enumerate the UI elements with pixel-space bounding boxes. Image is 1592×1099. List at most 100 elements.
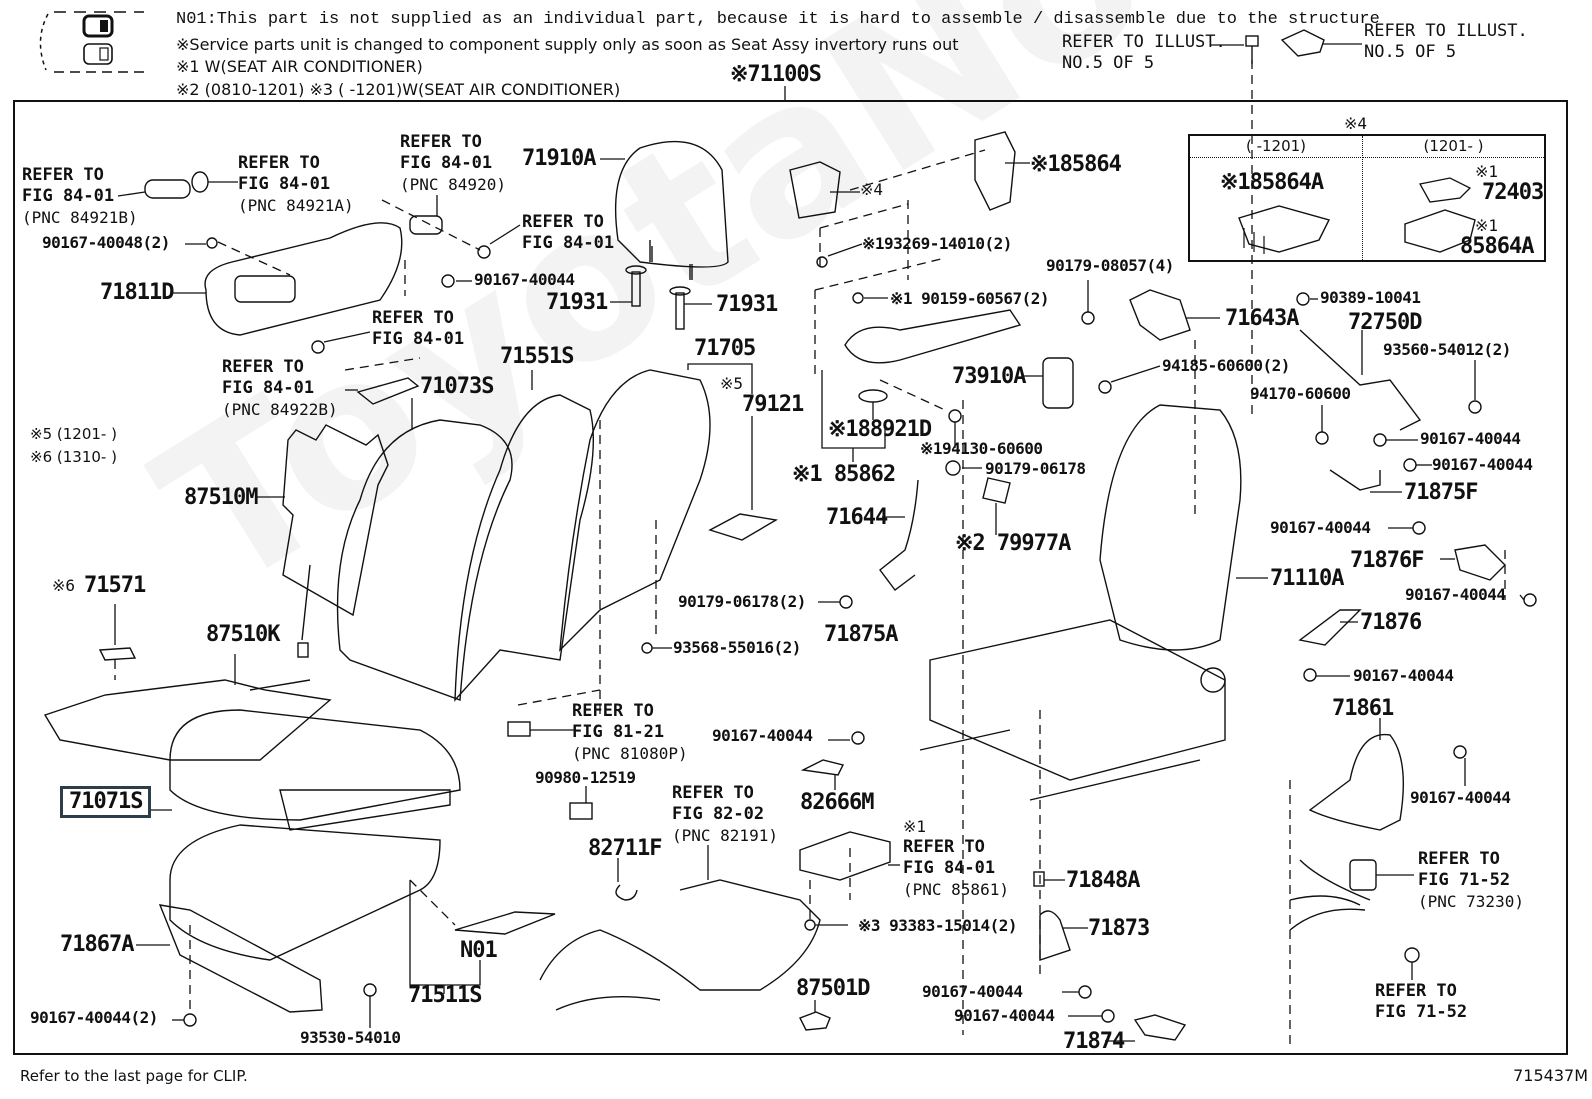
part-85864A[interactable]: 85864A <box>1460 234 1534 259</box>
ref-fig-71-52[interactable]: REFER TO FIG 71-52 <box>1375 981 1467 1023</box>
part-71110A[interactable]: 71110A <box>1270 566 1344 591</box>
part-194130-60600[interactable]: ※194130-60600 <box>920 439 1043 458</box>
part-N01[interactable]: N01 <box>460 938 498 963</box>
part-93568-55016[interactable]: 93568-55016(2) <box>673 638 801 657</box>
part-87501D[interactable]: 87501D <box>796 976 870 1001</box>
ref-line: FIG 71-52 <box>1375 1002 1468 1022</box>
ref-fig-84-01-pnc-84921B[interactable]: REFER TO FIG 84-01 (PNC 84921B) <box>22 165 138 228</box>
part-94170-60600[interactable]: 94170-60600 <box>1250 384 1351 403</box>
ref-line: FIG 71-52 <box>1418 870 1511 890</box>
part-71861[interactable]: 71861 <box>1332 696 1394 721</box>
ref-fig-84-01-pnc-84921A[interactable]: REFER TO FIG 84-01 (PNC 84921A) <box>238 153 354 216</box>
part-87510K[interactable]: 87510K <box>206 622 280 647</box>
ref-fig-84-01-pnc-84922B[interactable]: REFER TO FIG 84-01 (PNC 84922B) <box>222 357 338 420</box>
part-71931-left[interactable]: 71931 <box>546 290 608 315</box>
part-71931-right[interactable]: 71931 <box>716 292 778 317</box>
part-93560-54012[interactable]: 93560-54012(2) <box>1383 340 1511 359</box>
part-71705[interactable]: 71705 <box>694 336 756 361</box>
part-90179-06178[interactable]: 90179-06178 <box>985 459 1086 478</box>
ref-fig-84-01-pnc-85861[interactable]: ※1 REFER TO FIG 84-01 (PNC 85861) <box>903 816 1009 900</box>
part-90179-06178-qty2[interactable]: 90179-06178(2) <box>678 592 806 611</box>
part-90389-10041[interactable]: 90389-10041 <box>1320 288 1421 307</box>
part-90159-60567[interactable]: ※1 90159-60567(2) <box>890 289 1050 308</box>
ref-illust-right[interactable]: REFER TO ILLUST. NO.5 OF 5 <box>1364 21 1528 63</box>
ref-fig-84-01-screw[interactable]: REFER TO FIG 84-01 <box>522 212 614 254</box>
part-71644[interactable]: 71644 <box>826 505 888 530</box>
part-90167-40044-r1[interactable]: 90167-40044 <box>1420 429 1521 448</box>
part-71873[interactable]: 71873 <box>1088 916 1150 941</box>
part-93383-15014[interactable]: ※3 93383-15014(2) <box>858 916 1018 935</box>
ref-fig-81-21-pnc-81080P[interactable]: REFER TO FIG 81-21 (PNC 81080P) <box>572 701 688 764</box>
part-185864[interactable]: ※185864 <box>1030 152 1122 177</box>
part-90167-40044-r4[interactable]: 90167-40044 <box>1405 585 1506 604</box>
part-90167-40044-r5[interactable]: 90167-40044 <box>1353 666 1454 685</box>
part-71875A[interactable]: 71875A <box>824 622 898 647</box>
part-79121[interactable]: 79121 <box>742 392 804 417</box>
ref-line: REFER TO <box>1418 849 1500 869</box>
ref-line: REFER TO <box>1375 981 1457 1001</box>
clip-note: Refer to the last page for CLIP. <box>20 1067 248 1085</box>
part-71867A[interactable]: 71867A <box>60 932 134 957</box>
part-71073S[interactable]: 71073S <box>420 374 494 399</box>
ref-fig-71-52-pnc-73230[interactable]: REFER TO FIG 71-52 (PNC 73230) <box>1418 849 1524 912</box>
assembly-part-71100S[interactable]: ※71100S <box>730 62 822 87</box>
ref-pnc: (PNC 84920) <box>400 175 506 194</box>
ref-fig-82-02-pnc-82191[interactable]: REFER TO FIG 82-02 (PNC 82191) <box>672 783 778 846</box>
figure-id: 715437M <box>1513 1066 1588 1085</box>
ref-line: FIG 84-01 <box>522 233 615 253</box>
part-73910A[interactable]: 73910A <box>952 364 1026 389</box>
part-93530-54010[interactable]: 93530-54010 <box>300 1028 401 1047</box>
ref-line: REFER TO <box>22 165 104 185</box>
part-71071S-highlighted[interactable]: 71071S <box>60 786 152 818</box>
part-71876[interactable]: 71876 <box>1360 610 1422 635</box>
part-71511S[interactable]: 71511S <box>408 983 482 1008</box>
part-90167-40044-mid[interactable]: 90167-40044 <box>712 726 813 745</box>
part-85864A-mark: ※1 <box>1475 216 1499 235</box>
part-90179-08057[interactable]: 90179-08057(4) <box>1046 256 1174 275</box>
part-94185-60600[interactable]: 94185-60600(2) <box>1162 356 1290 375</box>
ref-illust-left[interactable]: REFER TO ILLUST. NO.5 OF 5 <box>1062 32 1226 74</box>
part-193269-14010[interactable]: ※193269-14010(2) <box>862 234 1012 253</box>
part-90167-40044-r2[interactable]: 90167-40044 <box>1432 455 1533 474</box>
note-mark-5: ※5 (1201- ) <box>30 425 117 443</box>
part-82711F[interactable]: 82711F <box>588 836 662 861</box>
part-90167-40044-r3[interactable]: 90167-40044 <box>1270 518 1371 537</box>
note-mark-1: ※1 W(SEAT AIR CONDITIONER) <box>176 57 423 76</box>
part-79977A[interactable]: ※2 79977A <box>955 531 1071 556</box>
part-188921D[interactable]: ※188921D <box>828 417 932 442</box>
bolt-icon-top <box>1245 35 1259 64</box>
ref-fig-84-01-pnc-84920[interactable]: REFER TO FIG 84-01 (PNC 84920) <box>400 132 506 195</box>
part-85862[interactable]: ※1 85862 <box>792 462 896 487</box>
part-90980-12519[interactable]: 90980-12519 <box>535 768 636 787</box>
ref-pnc: (PNC 81080P) <box>572 744 688 763</box>
part-90167-40044-qty2[interactable]: 90167-40044(2) <box>30 1008 158 1027</box>
part-72750D[interactable]: 72750D <box>1348 310 1422 335</box>
ref-fig-84-01-clip[interactable]: REFER TO FIG 84-01 <box>372 308 464 350</box>
blower-icon <box>1404 177 1476 253</box>
part-82666M[interactable]: 82666M <box>800 790 874 815</box>
part-90167-40044-top[interactable]: 90167-40044 <box>474 270 575 289</box>
ref-line: FIG 84-01 <box>22 186 115 206</box>
ref-line: REFER TO <box>400 132 482 152</box>
ref-pnc: (PNC 82191) <box>672 826 778 845</box>
part-71571[interactable]: 71571 <box>84 573 146 598</box>
part-90167-40044-b1[interactable]: 90167-40044 <box>922 982 1023 1001</box>
ref-pnc: (PNC 84921A) <box>238 196 354 215</box>
part-variant-mark-4: ※4 <box>860 180 884 199</box>
ref-line: FIG 84-01 <box>400 153 493 173</box>
part-90167-40048[interactable]: 90167-40048(2) <box>42 233 170 252</box>
part-185864A[interactable]: ※185864A <box>1220 170 1324 195</box>
part-71876F[interactable]: 71876F <box>1350 548 1424 573</box>
part-71551S[interactable]: 71551S <box>500 344 574 369</box>
part-71848A[interactable]: 71848A <box>1066 868 1140 893</box>
part-71910A[interactable]: 71910A <box>522 146 596 171</box>
part-71643A[interactable]: 71643A <box>1225 306 1299 331</box>
part-71874[interactable]: 71874 <box>1063 1029 1125 1054</box>
duct-icon <box>1238 205 1331 254</box>
part-90167-40044-b2[interactable]: 90167-40044 <box>954 1006 1055 1025</box>
part-87510M[interactable]: 87510M <box>184 485 258 510</box>
part-71811D[interactable]: 71811D <box>100 280 174 305</box>
part-71875F[interactable]: 71875F <box>1404 480 1478 505</box>
part-72403[interactable]: 72403 <box>1482 180 1544 205</box>
part-90167-40044-r6[interactable]: 90167-40044 <box>1410 788 1511 807</box>
